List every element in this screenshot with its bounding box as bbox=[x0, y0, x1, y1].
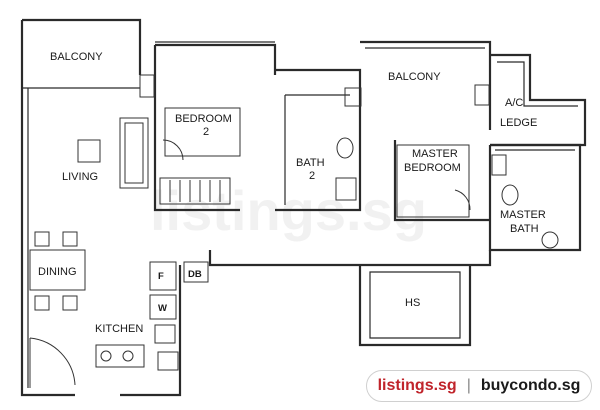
brand-buycondo: buycondo.sg bbox=[480, 377, 581, 394]
room-label-master-bath-line2: BATH bbox=[510, 223, 539, 235]
room-label-bedroom2-line1: BEDROOM bbox=[175, 113, 232, 125]
room-label-ac-line2: LEDGE bbox=[500, 117, 537, 129]
room-label-bath2-line2: 2 bbox=[309, 170, 315, 182]
fixture-label-fridge: F bbox=[158, 271, 164, 282]
fixture-label-db: DB bbox=[188, 269, 202, 280]
room-label-balcony-left: BALCONY bbox=[50, 51, 103, 63]
room-label-master-bedroom-line2: BEDROOM bbox=[404, 162, 461, 174]
room-label-hs: HS bbox=[405, 297, 420, 309]
room-label-master-bath-line1: MASTER bbox=[500, 209, 546, 221]
fixture-label-washer: W bbox=[158, 303, 167, 314]
room-label-kitchen: KITCHEN bbox=[95, 323, 143, 335]
room-label-ac-line1: A/C bbox=[505, 97, 523, 109]
outer-walls bbox=[20, 18, 587, 397]
door-swings bbox=[29, 139, 471, 388]
brand-listings: listings.sg bbox=[377, 377, 457, 394]
room-label-master-bedroom-line1: MASTER bbox=[412, 148, 458, 160]
room-label-dining: DINING bbox=[38, 266, 77, 278]
room-label-balcony-right: BALCONY bbox=[388, 71, 441, 83]
room-label-living: LIVING bbox=[62, 171, 98, 183]
furniture bbox=[29, 74, 559, 371]
room-label-bedroom2-line2: 2 bbox=[203, 126, 209, 138]
watermark-badge: listings.sg | buycondo.sg bbox=[366, 370, 592, 402]
brand-separator: | bbox=[466, 377, 471, 394]
room-label-bath2-line1: BATH bbox=[296, 157, 325, 169]
